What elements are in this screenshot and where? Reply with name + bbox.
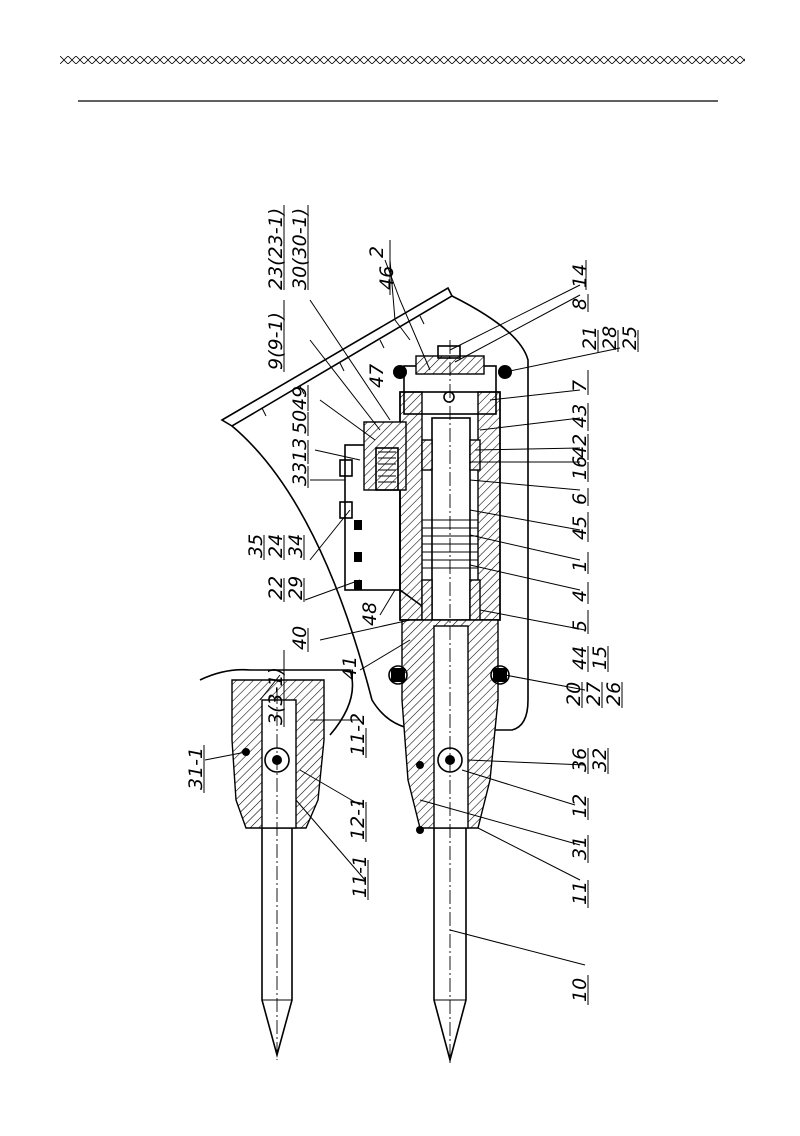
label-8: 8 [569, 298, 591, 310]
label-underlines [203, 205, 639, 1005]
seal-lower-right [469, 579, 481, 621]
label-21: 21 [579, 326, 601, 350]
label-7: 7 [569, 380, 591, 392]
label-2: 2 [366, 246, 388, 258]
label-1: 1 [569, 560, 591, 572]
label-24: 24 [265, 534, 287, 558]
label-42: 42 [569, 434, 591, 458]
label-50: 50 [289, 410, 311, 434]
label-9: 9(9-1) [265, 312, 287, 370]
label-27: 27 [583, 682, 605, 706]
valve-port-a [354, 520, 362, 530]
seal-upper-left [421, 439, 433, 471]
label-12: 12 [569, 794, 591, 818]
label-31-1: 31-1 [185, 747, 207, 790]
main-assembly [220, 286, 529, 1065]
label-45: 45 [569, 516, 591, 540]
label-13: 13 [289, 438, 311, 462]
tie-rod-bottom-right [490, 665, 510, 685]
tie-rod-top-left [393, 365, 407, 379]
label-22: 22 [265, 576, 287, 600]
leader-lines [204, 259, 621, 966]
part-labels: 2 46 14 8 21 28 25 7 43 42 16 6 45 1 4 5… [185, 208, 641, 1002]
label-11: 11 [569, 881, 591, 905]
label-30: 30(30-1) [289, 208, 311, 290]
detail-assembly [199, 668, 354, 1060]
label-15: 15 [589, 646, 611, 670]
label-26: 26 [603, 682, 625, 706]
label-36: 36 [569, 748, 591, 772]
label-16: 16 [569, 456, 591, 480]
tie-rod-bottom-right-nut [493, 668, 507, 682]
seal-upper-right [469, 439, 481, 471]
label-35: 35 [245, 534, 267, 558]
stop-pin-b [416, 826, 424, 834]
tie-rod-bottom-left [388, 665, 408, 685]
label-34: 34 [285, 534, 307, 558]
label-43: 43 [569, 404, 591, 428]
seal-lower-left [421, 579, 433, 621]
label-3: 3(3-1) [265, 667, 287, 725]
label-11-1: 11-1 [349, 855, 371, 898]
label-44: 44 [569, 646, 591, 670]
stop-pin-a [416, 761, 424, 769]
back-head-bolt [437, 345, 461, 359]
label-25: 25 [619, 326, 641, 350]
valve-spool [375, 447, 399, 491]
label-14: 14 [569, 264, 591, 288]
label-4: 4 [569, 590, 591, 602]
chisel-tool [433, 828, 467, 1064]
detail-housing-outline [199, 668, 354, 736]
tie-rod-bottom-left-nut [391, 668, 405, 682]
label-5: 5 [569, 620, 591, 632]
label-6: 6 [569, 493, 591, 505]
label-47: 47 [366, 364, 388, 388]
label-12-1: 12-1 [347, 797, 369, 840]
back-head-plug [443, 391, 455, 403]
label-20: 20 [563, 682, 585, 706]
valve-bolt-a [339, 459, 353, 477]
cylinder-body-bottom-wall [477, 391, 501, 621]
valve-spool-springs [378, 451, 396, 483]
label-10: 10 [569, 978, 591, 1002]
valve-port-c [354, 580, 362, 590]
bracket-edge-marks [261, 315, 425, 417]
valve-port-b [354, 552, 362, 562]
label-48: 48 [359, 602, 381, 626]
label-46: 46 [376, 266, 398, 290]
label-28: 28 [599, 326, 621, 350]
valve-sleeve [363, 421, 407, 491]
label-29: 29 [285, 576, 307, 600]
label-32: 32 [589, 748, 611, 772]
label-23: 23(23-1) [265, 208, 287, 290]
label-41: 41 [339, 656, 361, 680]
valve-pipe [399, 500, 423, 607]
label-40: 40 [289, 626, 311, 650]
front-head-bore [433, 625, 469, 829]
label-11-2: 11-2 [347, 713, 369, 756]
decorative-top-border [60, 56, 745, 64]
label-33: 33 [289, 462, 311, 486]
label-31: 31 [569, 836, 591, 860]
valve-bolt-b [339, 501, 353, 519]
label-49: 49 [289, 386, 311, 410]
